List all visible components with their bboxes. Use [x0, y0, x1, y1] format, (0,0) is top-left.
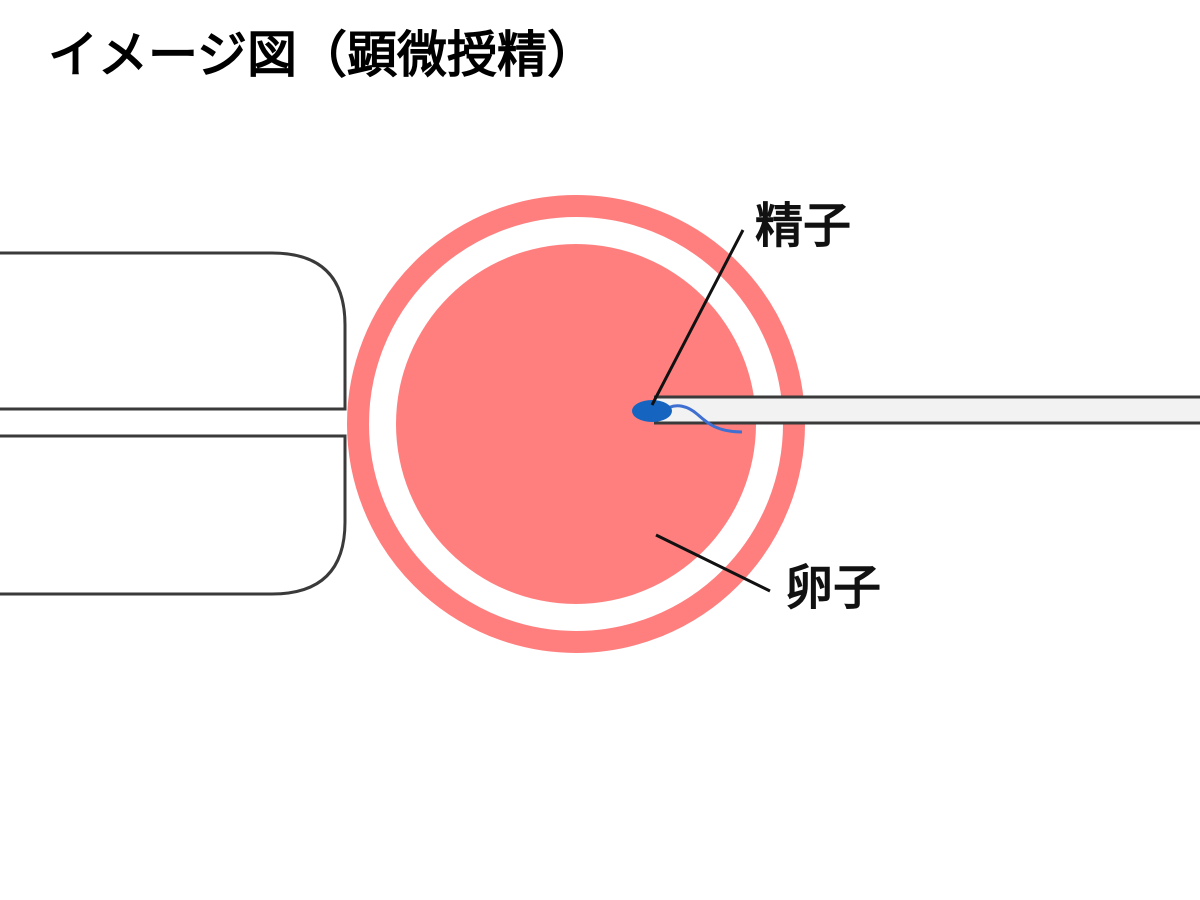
injection-needle [654, 395, 1200, 425]
egg-leader-line [655, 533, 771, 593]
egg-label: 卵子 [785, 560, 881, 616]
holding-pipette [0, 251, 347, 596]
sperm-tail [661, 404, 743, 434]
holding-pipette-upper-body [0, 251, 347, 411]
holding-pipette-lower-body [0, 434, 347, 596]
injection-needle-body [654, 397, 1200, 423]
egg-cell [396, 244, 756, 604]
sperm [632, 400, 743, 434]
sperm-head [632, 400, 672, 422]
sperm-label: 精子 [755, 198, 851, 254]
page-title: イメージ図（顕微授精） [48, 26, 597, 84]
sperm-leader-line [650, 229, 745, 406]
